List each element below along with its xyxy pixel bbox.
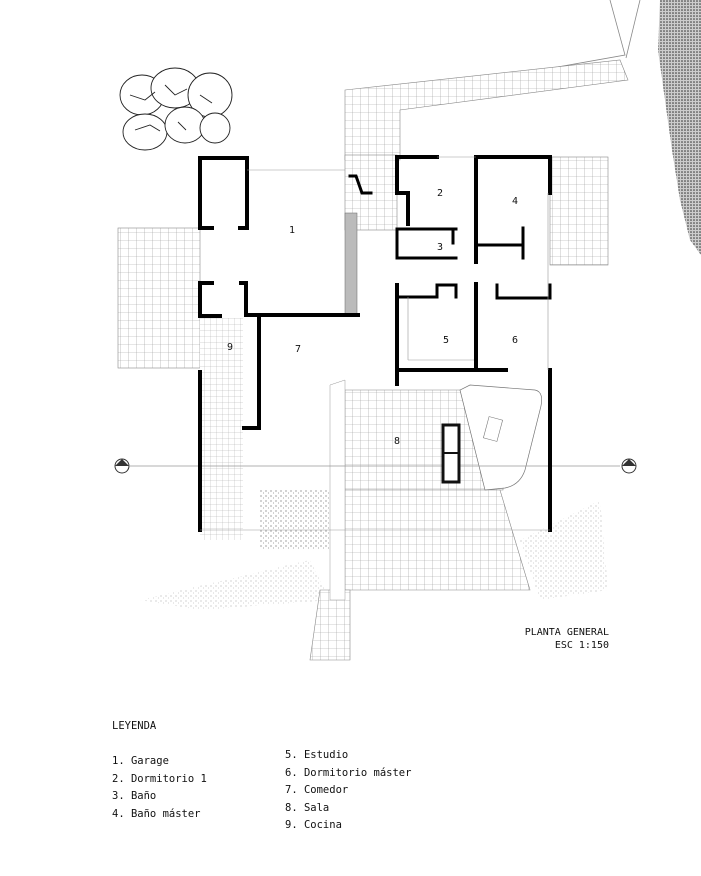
planter xyxy=(344,212,358,317)
walls xyxy=(198,155,552,532)
left-terrace xyxy=(117,227,201,369)
tree-cluster xyxy=(119,67,233,151)
room-label-bano: 3 xyxy=(437,242,444,253)
entry-path xyxy=(344,59,629,161)
drawing-scale: ESC 1:150 xyxy=(554,640,609,651)
section-marker-left-icon xyxy=(114,458,130,474)
room-label-cocina: 9 xyxy=(227,342,234,353)
drawing-title-block: PLANTA GENERAL ESC 1:150 xyxy=(525,626,609,652)
room-label-dormitorio-1: 2 xyxy=(437,188,444,199)
legend-column-1: 1. Garage 2. Dormitorio 1 3. Baño 4. Bañ… xyxy=(112,753,207,823)
room-label-dormitorio-master: 6 xyxy=(512,335,519,346)
lower-terrace xyxy=(344,489,531,591)
legend-item: 2. Dormitorio 1 xyxy=(112,772,207,785)
lawn-right xyxy=(520,500,608,600)
section-marker-right-icon xyxy=(621,458,637,474)
right-terrace xyxy=(549,156,609,266)
room-label-bano-master: 4 xyxy=(512,196,519,207)
room-label-sala: 8 xyxy=(394,436,401,447)
hedge xyxy=(658,0,701,255)
lawn xyxy=(140,560,330,610)
kitchen-floor xyxy=(200,318,243,540)
legend-item: 6. Dormitorio máster xyxy=(285,766,412,779)
legend-item: 1. Garage xyxy=(112,755,169,767)
legend-item: 9. Cocina xyxy=(285,819,342,831)
legend-item: 4. Baño máster xyxy=(112,807,201,820)
legend-heading: LEYENDA xyxy=(112,720,157,732)
pool xyxy=(459,384,542,491)
room-label-estudio: 5 xyxy=(443,335,450,346)
legend-item: 3. Baño xyxy=(112,790,157,802)
room-label-garage: 1 xyxy=(289,225,296,236)
legend-column-2: 5. Estudio 6. Dormitorio máster 7. Comed… xyxy=(285,747,411,835)
legend-item: 8. Sala xyxy=(285,801,330,814)
room-label-comedor: 7 xyxy=(295,344,302,355)
drawing-title: PLANTA GENERAL xyxy=(524,627,609,638)
legend-item: 7. Comedor xyxy=(285,784,349,796)
site-context xyxy=(114,0,701,661)
legend-item: 5. Estudio xyxy=(285,749,349,761)
